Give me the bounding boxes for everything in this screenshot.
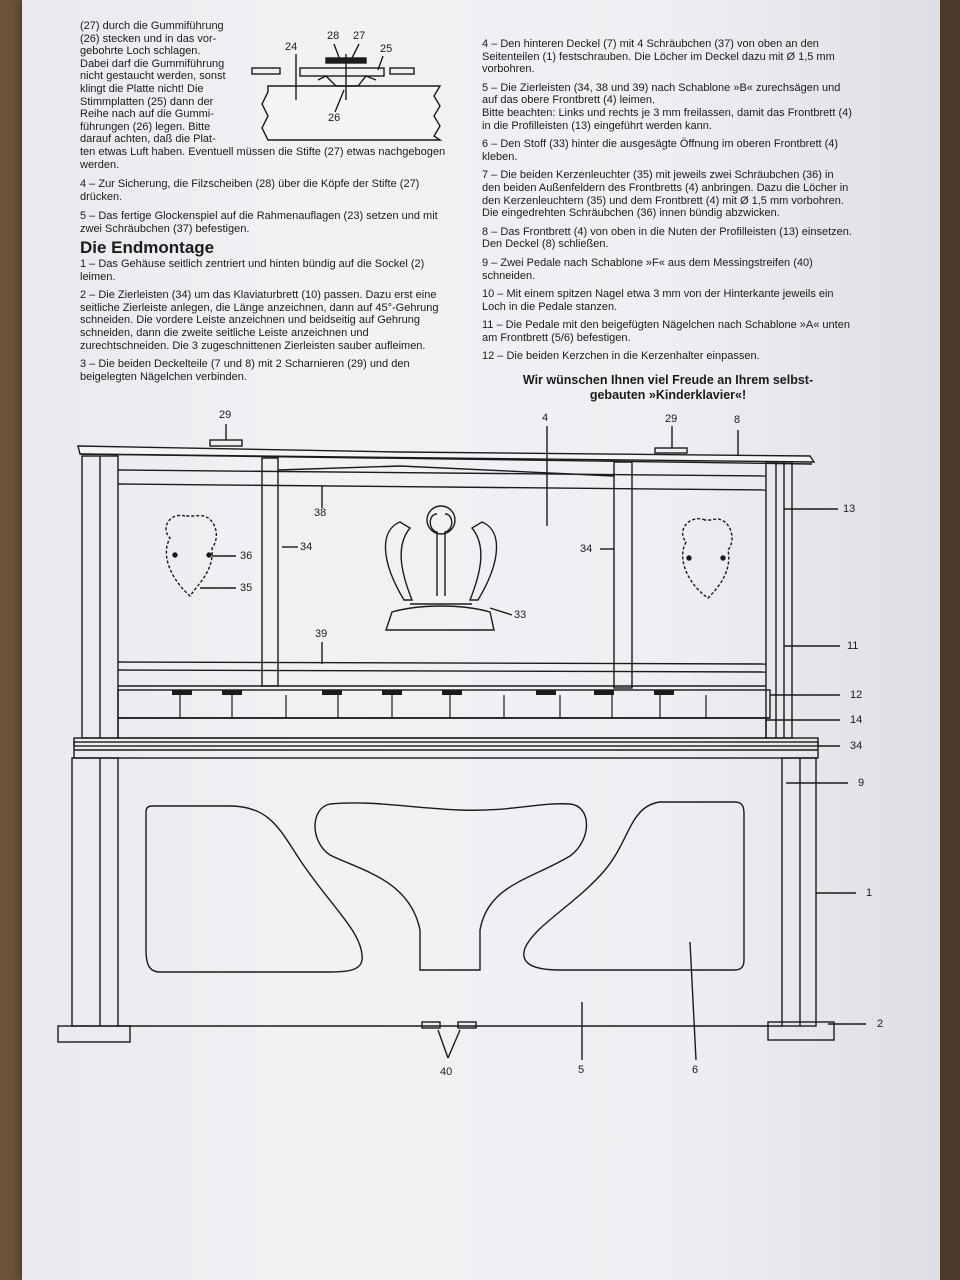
piano-label-1: 1 bbox=[866, 887, 873, 899]
end-step-4: 4 – Den hinteren Deckel (7) mit 4 Schräu… bbox=[482, 38, 835, 76]
end-step-8: 8 – Das Frontbrett (4) von oben in die N… bbox=[482, 225, 852, 251]
piano-label-29-left: 29 bbox=[219, 409, 232, 421]
piano-label-8: 8 bbox=[734, 414, 741, 426]
detail-label-28: 28 bbox=[327, 30, 340, 42]
detail-label-26: 26 bbox=[328, 112, 341, 124]
piano-label-5: 5 bbox=[578, 1064, 585, 1076]
intro-line: führungen (26) legen. Bitte bbox=[80, 120, 211, 133]
detail-label-27: 27 bbox=[353, 30, 366, 42]
piano-label-33: 33 bbox=[514, 609, 527, 621]
closing-message: Wir wünschen Ihnen viel Freude an Ihrem … bbox=[482, 373, 854, 403]
piano-label-2: 2 bbox=[877, 1018, 884, 1030]
piano-label-9: 9 bbox=[858, 777, 865, 789]
intro-line: (27) durch die Gummiführung bbox=[80, 20, 224, 32]
closing-line-2: gebauten »Kinderklavier«! bbox=[589, 388, 747, 403]
intro-line: Stimmplatten (25) dann der bbox=[80, 95, 214, 108]
intro-line: Dabei darf die Gummiführung bbox=[80, 57, 225, 70]
closing-line-1: Wir wünschen Ihnen viel Freude an Ihrem … bbox=[522, 373, 814, 388]
note-please-observe: Bitte beachten: Links und rechts je 3 mm… bbox=[482, 106, 852, 132]
end-step-5: 5 – Die Zierleisten (34, 38 und 39) nach… bbox=[482, 81, 841, 107]
piano-label-34-left: 34 bbox=[300, 541, 313, 553]
piano-label-36: 36 bbox=[240, 550, 253, 562]
end-step-2: 2 – Die Zierleisten (34) um das Klaviatu… bbox=[80, 289, 439, 352]
right-text-column: 4 – Den hinteren Deckel (7) mit 4 Schräu… bbox=[482, 38, 854, 403]
end-step-1: 1 – Das Gehäuse seitlich zentriert und h… bbox=[80, 258, 425, 283]
left-text-column: (27) durch die Gummiführung (26) stecken… bbox=[80, 20, 460, 383]
end-step-6: 6 – Den Stoff (33) hinter die ausgesägte… bbox=[482, 138, 839, 163]
piano-label-6: 6 bbox=[692, 1064, 699, 1076]
piano-label-29-right: 29 bbox=[665, 413, 678, 425]
end-step-7: 7 – Die beiden Kerzenleuchter (35) mit j… bbox=[482, 169, 849, 220]
piano-label-39: 39 bbox=[315, 628, 328, 640]
detail-label-24: 24 bbox=[285, 41, 298, 53]
intro-line: nicht gestaucht werden, sonst bbox=[80, 70, 226, 83]
intro-line: (26) stecken und in das vor- bbox=[80, 32, 217, 45]
intro-line: darauf achten, daß die Plat- bbox=[80, 133, 216, 146]
intro-line: gebohrte Loch schlagen. bbox=[80, 45, 201, 58]
piano-label-38: 38 bbox=[314, 507, 327, 519]
end-step-3: 3 – Die beiden Deckelteile (7 und 8) mit… bbox=[80, 358, 410, 383]
end-step-10: 10 – Mit einem spitzen Nagel etwa 3 mm v… bbox=[482, 288, 834, 313]
piano-label-14: 14 bbox=[850, 714, 863, 726]
intro-line: Reihe nach auf die Gummi- bbox=[80, 108, 214, 121]
piano-label-11: 11 bbox=[847, 640, 859, 652]
end-step-11: 11 – Die Pedale mit den beigefügten Näge… bbox=[482, 319, 850, 344]
step-4-glockenspiel: 4 – Zur Sicherung, die Filzscheiben (28)… bbox=[80, 178, 420, 203]
piano-label-13: 13 bbox=[843, 503, 856, 515]
section-heading: Die Endmontage bbox=[80, 237, 215, 257]
intro-rest: ten etwas Luft haben. Eventuell müssen d… bbox=[80, 145, 446, 171]
detail-label-25: 25 bbox=[380, 43, 393, 55]
end-step-12: 12 – Die beiden Kerzchen in die Kerzenha… bbox=[482, 350, 760, 363]
piano-label-34-front: 34 bbox=[850, 740, 863, 752]
end-step-9: 9 – Zwei Pedale nach Schablone »F« aus d… bbox=[482, 256, 813, 282]
intro-paragraph: (27) durch die Gummiführung (26) stecken… bbox=[80, 20, 248, 146]
piano-label-40: 40 bbox=[440, 1066, 453, 1078]
intro-line: klingt die Platte nicht! Die bbox=[80, 82, 204, 95]
piano-label-4: 4 bbox=[542, 412, 549, 424]
piano-label-12: 12 bbox=[850, 689, 863, 701]
step-5-glockenspiel: 5 – Das fertige Glockenspiel auf die Rah… bbox=[80, 210, 438, 235]
piano-label-34-right: 34 bbox=[580, 543, 593, 555]
piano-label-35: 35 bbox=[240, 582, 253, 594]
